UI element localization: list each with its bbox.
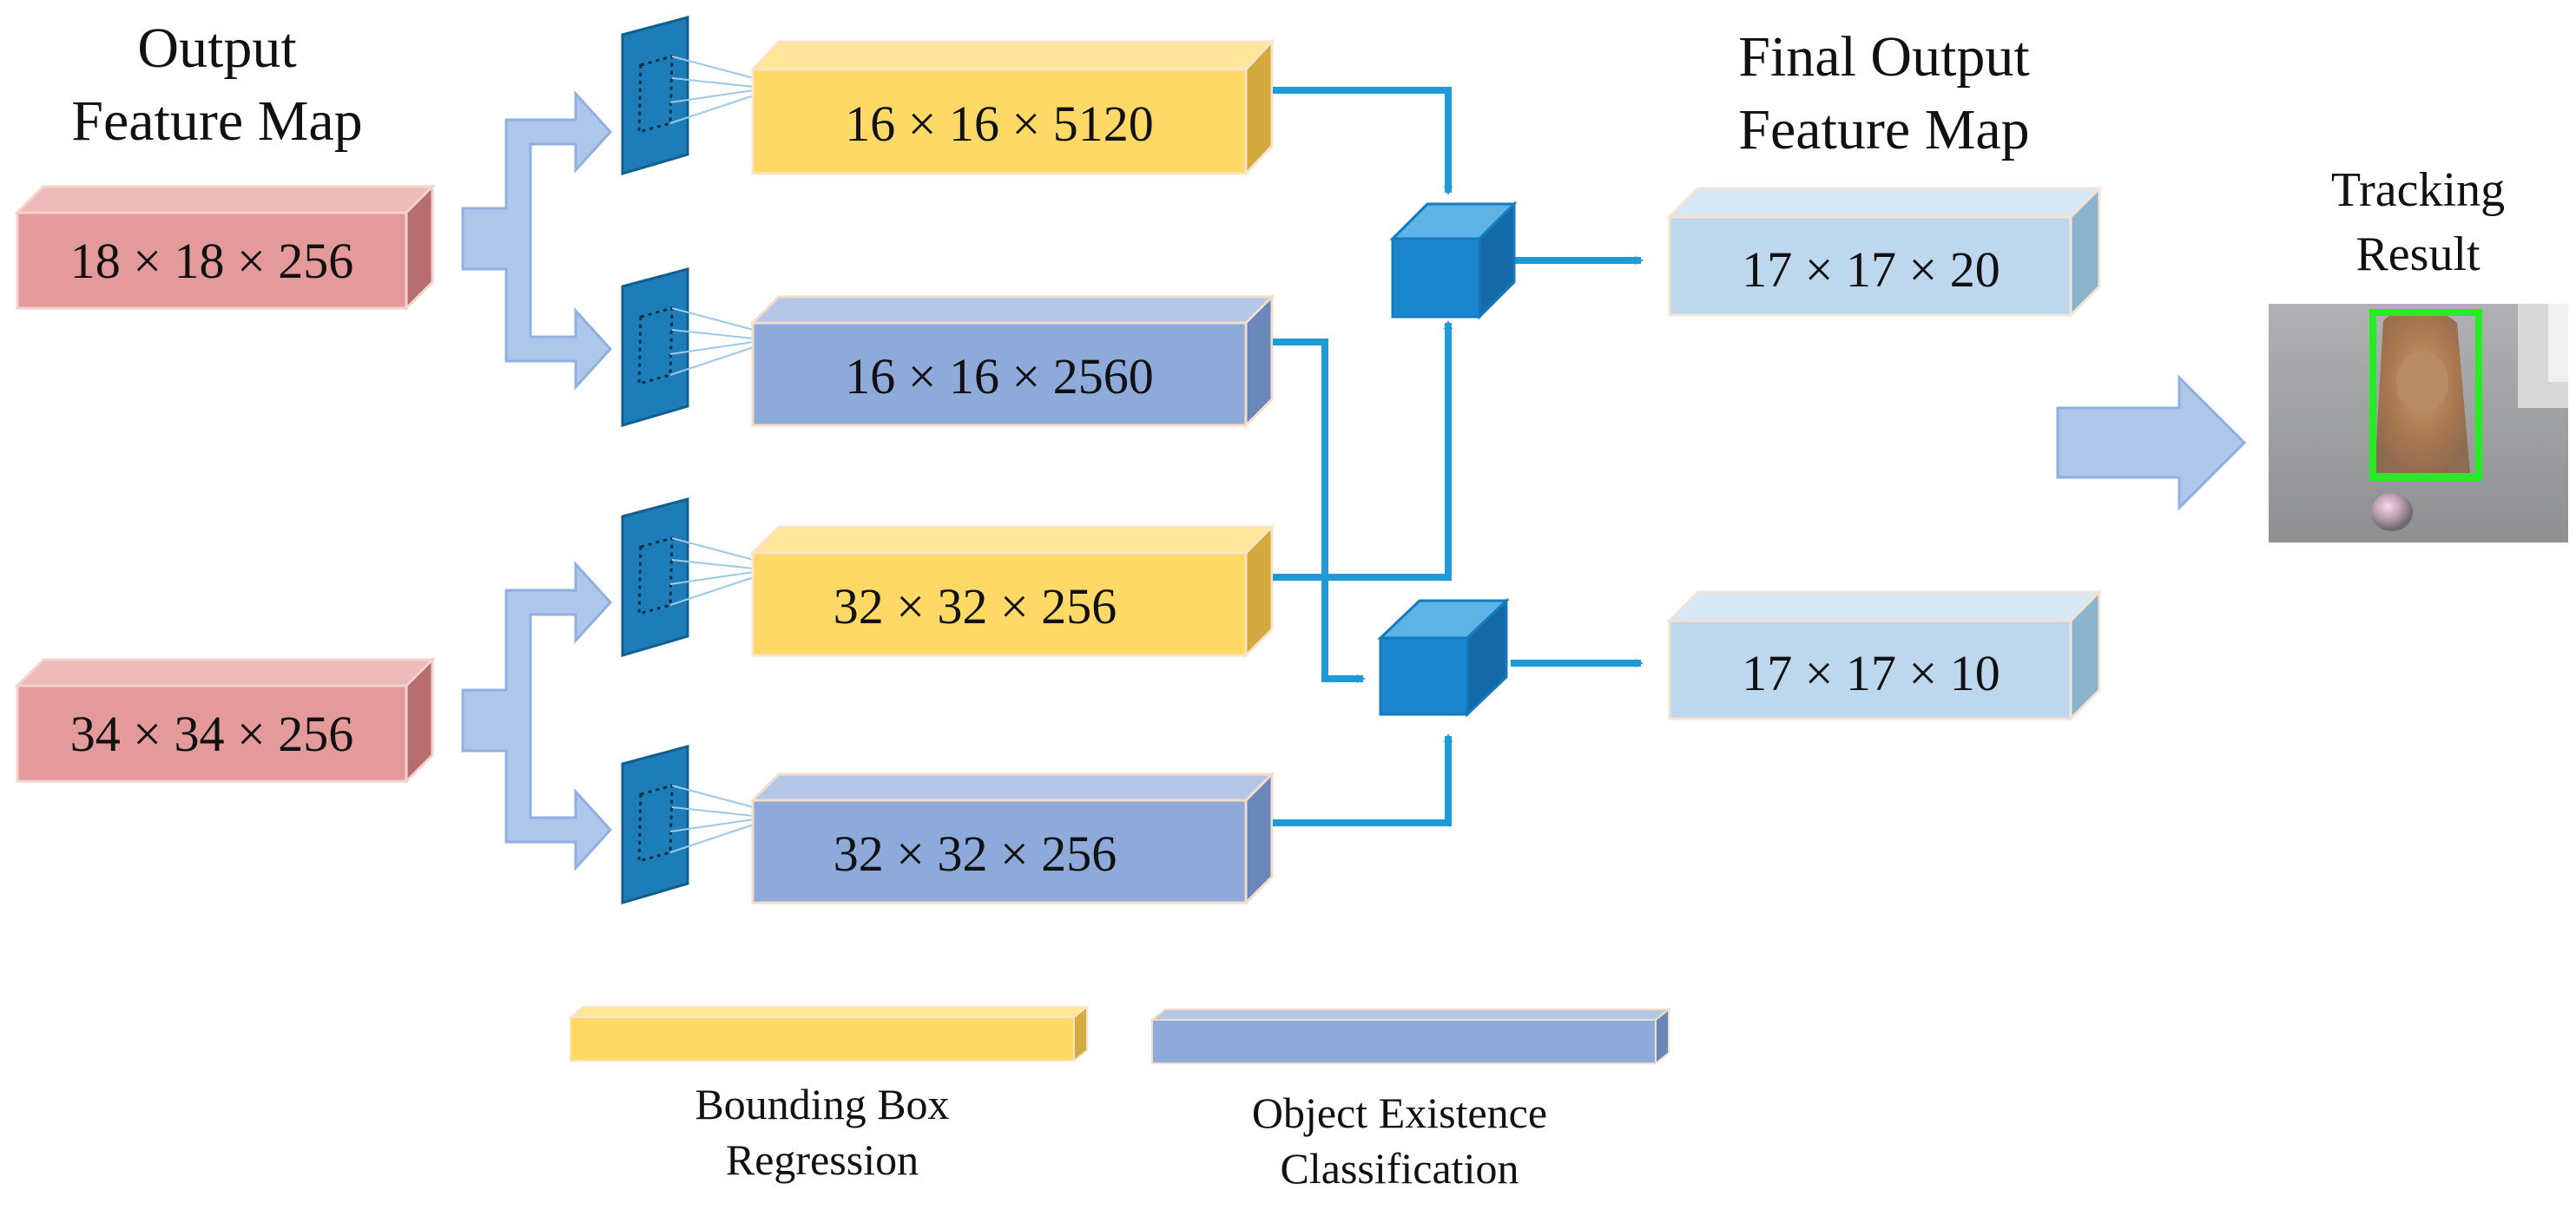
connector-arrow bbox=[1273, 339, 1366, 683]
output-map-top: 17 × 17 × 20 bbox=[1666, 185, 2103, 319]
tracking-result-heading: Tracking Result bbox=[2292, 158, 2544, 286]
output-feature-map-heading-line2: Feature Map bbox=[71, 89, 363, 153]
branch-bottom-regression: 32 × 32 × 256 bbox=[749, 523, 1275, 659]
branch-top-classification: 16 × 16 × 2560 bbox=[749, 293, 1275, 429]
conv-kernel-icon bbox=[621, 267, 754, 428]
connector-arrow bbox=[1273, 87, 1453, 195]
split-arrow-bottom bbox=[461, 561, 613, 871]
branch-bottom-classification-label: 32 × 32 × 256 bbox=[833, 825, 1117, 882]
final-output-heading-line2: Feature Map bbox=[1738, 98, 2030, 161]
final-output-feature-map-heading: Final Output Feature Map bbox=[1667, 21, 2101, 167]
tracking-bounding-box bbox=[2369, 309, 2482, 481]
final-output-heading-line1: Final Output bbox=[1738, 25, 2030, 89]
output-feature-map-heading: Output Feature Map bbox=[26, 12, 408, 158]
branch-bottom-regression-label: 32 × 32 × 256 bbox=[833, 578, 1117, 635]
connector-arrow bbox=[1273, 320, 1453, 581]
input-map-top-label: 18 × 18 × 256 bbox=[70, 233, 353, 289]
legend-regression-line2: Regression bbox=[725, 1135, 919, 1184]
output-feature-map-heading-line1: Output bbox=[137, 16, 297, 80]
split-arrow-top bbox=[461, 90, 613, 391]
output-map-bottom-label: 17 × 17 × 10 bbox=[1742, 645, 2000, 701]
legend-classification-line1: Object Existence bbox=[1251, 1088, 1548, 1137]
input-map-bottom-label: 34 × 34 × 256 bbox=[70, 706, 353, 762]
legend-swatch-classification bbox=[1150, 1007, 1671, 1066]
fusion-cube-icon bbox=[1377, 597, 1510, 718]
conv-kernel-icon bbox=[621, 16, 754, 176]
legend-classification-line2: Classification bbox=[1280, 1144, 1519, 1193]
legend-regression-line1: Bounding Box bbox=[695, 1080, 950, 1128]
tracking-result-heading-line1: Tracking bbox=[2330, 163, 2506, 217]
branch-top-regression-label: 16 × 16 × 5120 bbox=[845, 95, 1153, 152]
output-map-bottom: 17 × 17 × 10 bbox=[1666, 589, 2103, 722]
legend-swatch-regression bbox=[568, 1004, 1090, 1063]
input-map-bottom: 34 × 34 × 256 bbox=[14, 656, 436, 785]
conv-kernel-icon bbox=[621, 497, 754, 658]
input-map-top: 18 × 18 × 256 bbox=[14, 183, 436, 312]
branch-top-regression: 16 × 16 × 5120 bbox=[749, 38, 1275, 177]
legend-label-classification: Object Existence Classification bbox=[1178, 1085, 1621, 1196]
tracking-result-image bbox=[2269, 304, 2568, 543]
legend-label-regression: Bounding Box Regression bbox=[614, 1076, 1031, 1187]
connector-arrow bbox=[1273, 733, 1453, 826]
fusion-cube-icon bbox=[1389, 201, 1518, 320]
tracking-result-heading-line2: Result bbox=[2355, 227, 2480, 281]
branch-top-classification-label: 16 × 16 × 2560 bbox=[845, 348, 1153, 404]
output-map-top-label: 17 × 17 × 20 bbox=[1742, 241, 2000, 298]
conv-kernel-icon bbox=[621, 745, 754, 905]
branch-bottom-classification: 32 × 32 × 256 bbox=[749, 771, 1275, 906]
result-arrow bbox=[2056, 374, 2247, 511]
